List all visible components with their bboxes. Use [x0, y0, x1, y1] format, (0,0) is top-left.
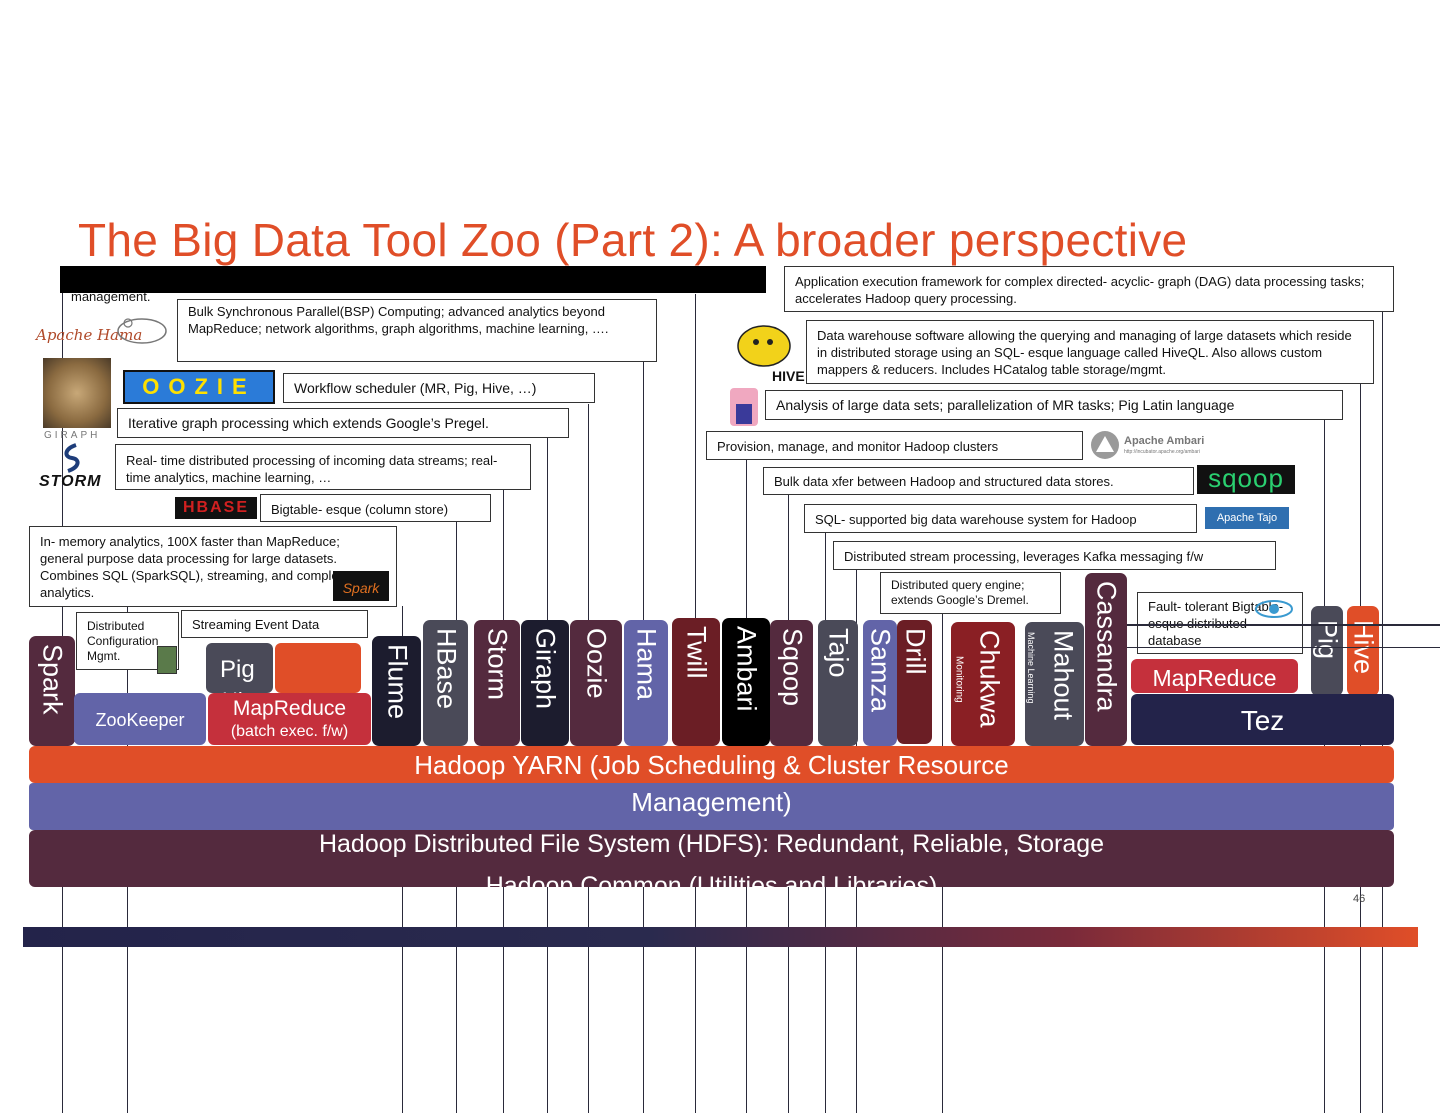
divider-line	[1127, 624, 1440, 626]
mapreduce-block-label: MapReduce	[208, 693, 371, 721]
common-layer-label: Hadoop Common (Utilities and Libraries)	[29, 872, 1394, 887]
hive-column: Hive	[1347, 606, 1379, 696]
twill-column: Twill	[672, 618, 720, 746]
hive-logo: HIVE	[772, 368, 805, 384]
mapreduce-block-sublabel: (batch exec. f/w)	[208, 721, 371, 741]
giraph-column: Giraph	[521, 620, 569, 746]
zookeeper-keeper-icon	[157, 646, 177, 674]
spark-logo: Spark	[333, 571, 389, 601]
flume-column: Flume	[372, 636, 421, 746]
yarn-layer-continued-label: Management)	[631, 787, 791, 817]
oozie-logo: OOZIE	[123, 370, 275, 404]
tez-block: Tez	[1131, 694, 1394, 745]
ambari-description: Provision, manage, and monitor Hadoop cl…	[706, 431, 1083, 460]
tajo-description: SQL- supported big data warehouse system…	[804, 504, 1197, 533]
tez-block-label: Tez	[1241, 705, 1285, 736]
hbase-logo: HBASE	[175, 497, 257, 519]
ambari-url: http://incubator.apache.org/ambari	[1124, 449, 1200, 455]
tajo-column: Tajo	[818, 620, 858, 746]
pig-description: Analysis of large data sets; paralleliza…	[765, 390, 1343, 420]
giraph-column-label: Giraph	[530, 628, 561, 709]
sqoop-logo: sqoop	[1197, 465, 1295, 494]
hive-description: Data warehouse software allowing the que…	[806, 320, 1374, 384]
header-black-bar	[60, 266, 766, 293]
pig-mascot-icon	[728, 386, 760, 428]
tez-description: Application execution framework for comp…	[784, 266, 1394, 312]
mahout-column-label: Mahout	[1048, 630, 1079, 720]
giraph-description: Iterative graph processing which extends…	[117, 408, 569, 438]
pig-block: Pig	[206, 643, 273, 693]
ambari-column-label: Ambari	[731, 626, 762, 712]
drill-column: Drill	[897, 620, 932, 744]
hama-column-label: Hama	[631, 628, 662, 700]
hama-column: Hama	[624, 620, 668, 746]
storm-column: Storm	[474, 620, 520, 746]
page-number: 46	[1353, 893, 1365, 905]
management-text: management.	[71, 289, 151, 304]
drill-column-label: Drill	[899, 628, 930, 675]
giraph-pattern-icon	[43, 358, 111, 428]
oozie-column-label: Oozie	[581, 628, 612, 699]
twill-column-label: Twill	[681, 626, 712, 679]
cassandra-column-label: Cassandra	[1091, 581, 1122, 712]
divider-line	[1127, 647, 1440, 648]
hbase-column-label: HBase	[430, 628, 461, 709]
cassandra-column: Cassandra	[1085, 573, 1127, 746]
footer-gradient-bar	[23, 927, 1418, 947]
yarn-layer-label: Hadoop YARN (Job Scheduling & Cluster Re…	[414, 750, 1008, 780]
sqoop-description: Bulk data xfer between Hadoop and struct…	[763, 467, 1194, 495]
sqoop-column-label: Sqoop	[776, 628, 807, 706]
sqoop-column: Sqoop	[770, 620, 813, 746]
storm-column-label: Storm	[482, 628, 513, 700]
cassandra-eye-icon	[1254, 597, 1294, 621]
chukwa-column-label: Chukwa	[974, 630, 1005, 728]
chukwa-column: Chukwa Monitoring	[951, 622, 1015, 746]
samza-column-label: Samza	[865, 628, 896, 712]
samza-column: Samza	[863, 620, 897, 746]
storm-bolt-icon	[60, 443, 86, 473]
oozie-column: Oozie	[570, 620, 622, 746]
mahout-ml-label: Machine Learning	[1026, 632, 1036, 704]
pig-block-label: Pig	[220, 656, 255, 683]
mapreduce-right-label: MapReduce	[1152, 665, 1276, 691]
chukwa-monitoring-label: Monitoring	[954, 656, 965, 703]
tajo-logo: Apache Tajo	[1205, 507, 1289, 529]
spark-column-label: Spark	[37, 644, 68, 715]
yarn-layer-continued: Management)	[29, 783, 1394, 830]
drill-description: Distributed query engine; extends Google…	[880, 572, 1061, 614]
zookeeper-block: ZooKeeper	[74, 693, 206, 745]
oozie-description: Workflow scheduler (MR, Pig, Hive, …)	[283, 373, 595, 403]
ambari-column: Ambari	[722, 618, 770, 746]
hbase-description: Bigtable- esque (column store)	[260, 494, 491, 522]
storm-description: Real- time distributed processing of inc…	[115, 444, 531, 490]
ambari-icon	[1090, 430, 1120, 460]
mapreduce-right-block: MapReduce	[1131, 659, 1298, 693]
zookeeper-block-label: ZooKeeper	[95, 710, 184, 730]
hippo-icon	[114, 309, 170, 345]
yarn-layer: Hadoop YARN (Job Scheduling & Cluster Re…	[29, 746, 1394, 783]
hdfs-layer: Hadoop Distributed File System (HDFS): R…	[29, 830, 1394, 887]
spark-column: Spark	[29, 636, 75, 746]
hive-block	[275, 643, 361, 693]
pig-column: Pig	[1311, 606, 1343, 696]
slide-title: The Big Data Tool Zoo (Part 2): A broade…	[78, 213, 1187, 267]
storm-logo: STORM	[39, 473, 101, 491]
giraph-logo: GIRAPH	[44, 430, 100, 441]
tajo-column-label: Tajo	[823, 628, 854, 678]
ambari-logo: Apache Ambari	[1124, 435, 1204, 447]
mahout-column: Mahout Machine Learning	[1025, 622, 1084, 746]
hbase-column: HBase	[423, 620, 468, 746]
hdfs-layer-label: Hadoop Distributed File System (HDFS): R…	[29, 830, 1394, 858]
flume-description: Streaming Event Data	[181, 610, 368, 638]
hama-description: Bulk Synchronous Parallel(BSP) Computing…	[177, 299, 657, 362]
samza-description: Distributed stream processing, leverages…	[833, 541, 1276, 570]
mapreduce-block: MapReduce (batch exec. f/w)	[208, 693, 371, 745]
flume-column-label: Flume	[381, 644, 412, 719]
